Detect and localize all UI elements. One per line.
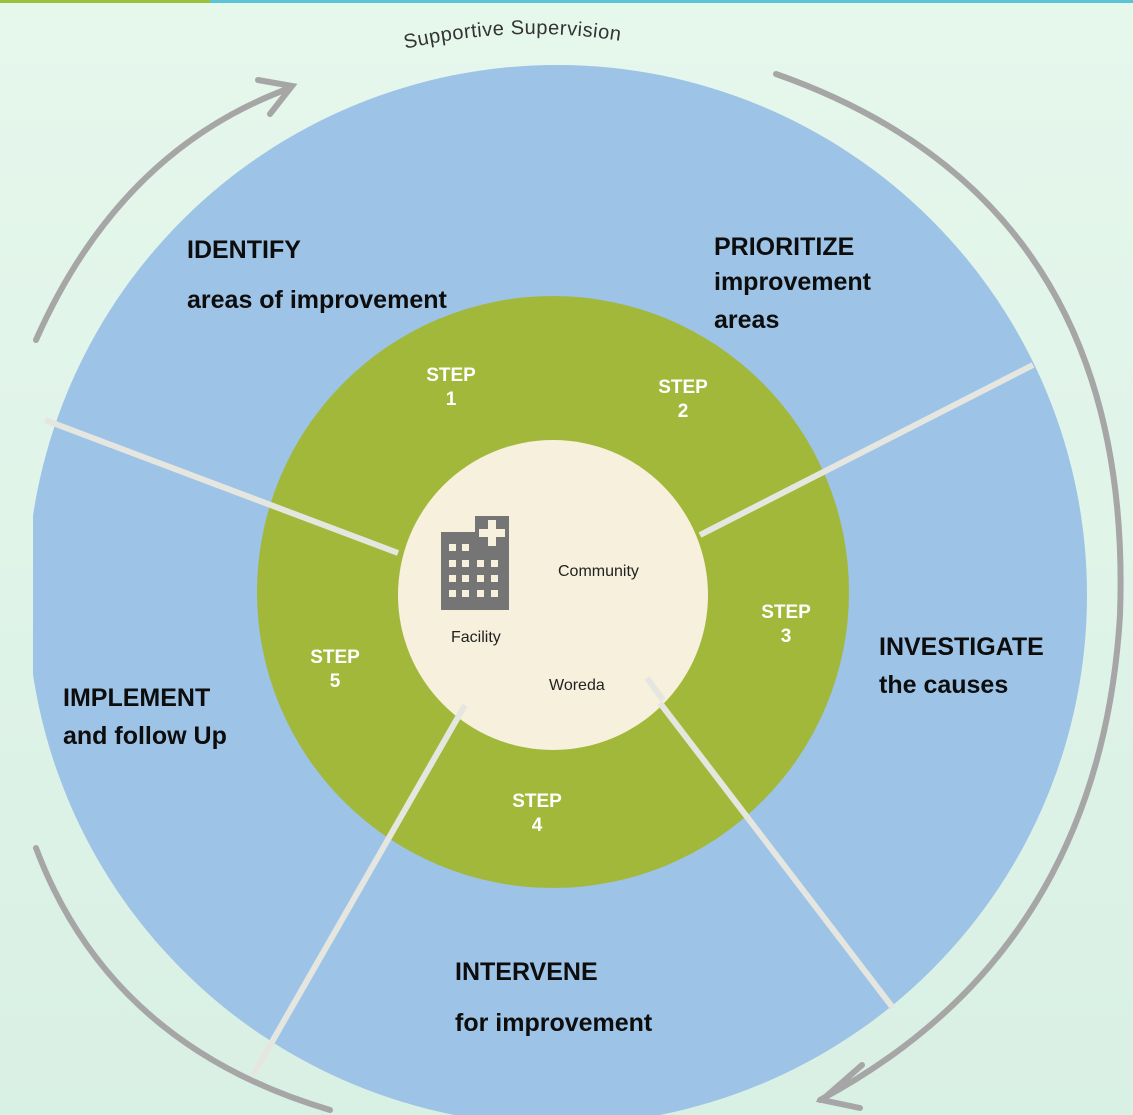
step-2-label: STEP xyxy=(658,377,708,398)
step-4-label: STEP xyxy=(512,791,562,812)
step-1-detail: areas of improvement xyxy=(187,286,447,314)
arrow-bottom-left xyxy=(33,845,333,1113)
center-facility-label: Facility xyxy=(451,629,501,646)
divider-4-5 xyxy=(250,703,468,1077)
step-4-action: INTERVENE xyxy=(455,958,598,986)
step-1-label: STEP xyxy=(426,365,476,386)
step-5-detail: and follow Up xyxy=(63,722,227,750)
center-woreda-label: Woreda xyxy=(549,677,605,694)
divider-1-5 xyxy=(43,417,400,556)
arrowhead-bottom-right xyxy=(815,1062,865,1111)
top-bar xyxy=(0,0,1133,3)
arrow-right xyxy=(773,71,1124,1103)
arrowhead-top-left xyxy=(255,77,298,117)
step-2-action: PRIORITIZE xyxy=(714,233,854,261)
cycle-arrows xyxy=(33,71,1124,1113)
step-2-detail-line1: improvement xyxy=(714,268,872,296)
step-5-number: 5 xyxy=(330,671,341,692)
step-5-action: IMPLEMENT xyxy=(63,684,210,712)
divider-2-3 xyxy=(698,362,1035,538)
center-community-label: Community xyxy=(558,563,639,580)
step-2-detail-line2: areas xyxy=(714,306,779,334)
step-5-label: STEP xyxy=(310,647,360,668)
step-1-action: IDENTIFY xyxy=(187,236,301,264)
divider-3-4 xyxy=(657,701,896,1010)
step-3-number: 3 xyxy=(781,626,792,647)
divider-woreda xyxy=(644,676,666,702)
step-4-detail: for improvement xyxy=(455,1009,653,1037)
step-1-number: 1 xyxy=(446,389,457,410)
top-bar-accent xyxy=(0,0,210,3)
dividers xyxy=(43,362,1035,1077)
step-3-action: INVESTIGATE xyxy=(879,633,1044,661)
hospital-building-icon xyxy=(441,516,509,610)
arrow-top-left xyxy=(33,85,293,343)
step-4-number: 4 xyxy=(532,815,543,836)
diagram-title: Supportive Supervision xyxy=(402,17,623,54)
step-3-label: STEP xyxy=(761,602,811,623)
step-3-detail: the causes xyxy=(879,671,1008,699)
step-2-number: 2 xyxy=(678,401,689,422)
